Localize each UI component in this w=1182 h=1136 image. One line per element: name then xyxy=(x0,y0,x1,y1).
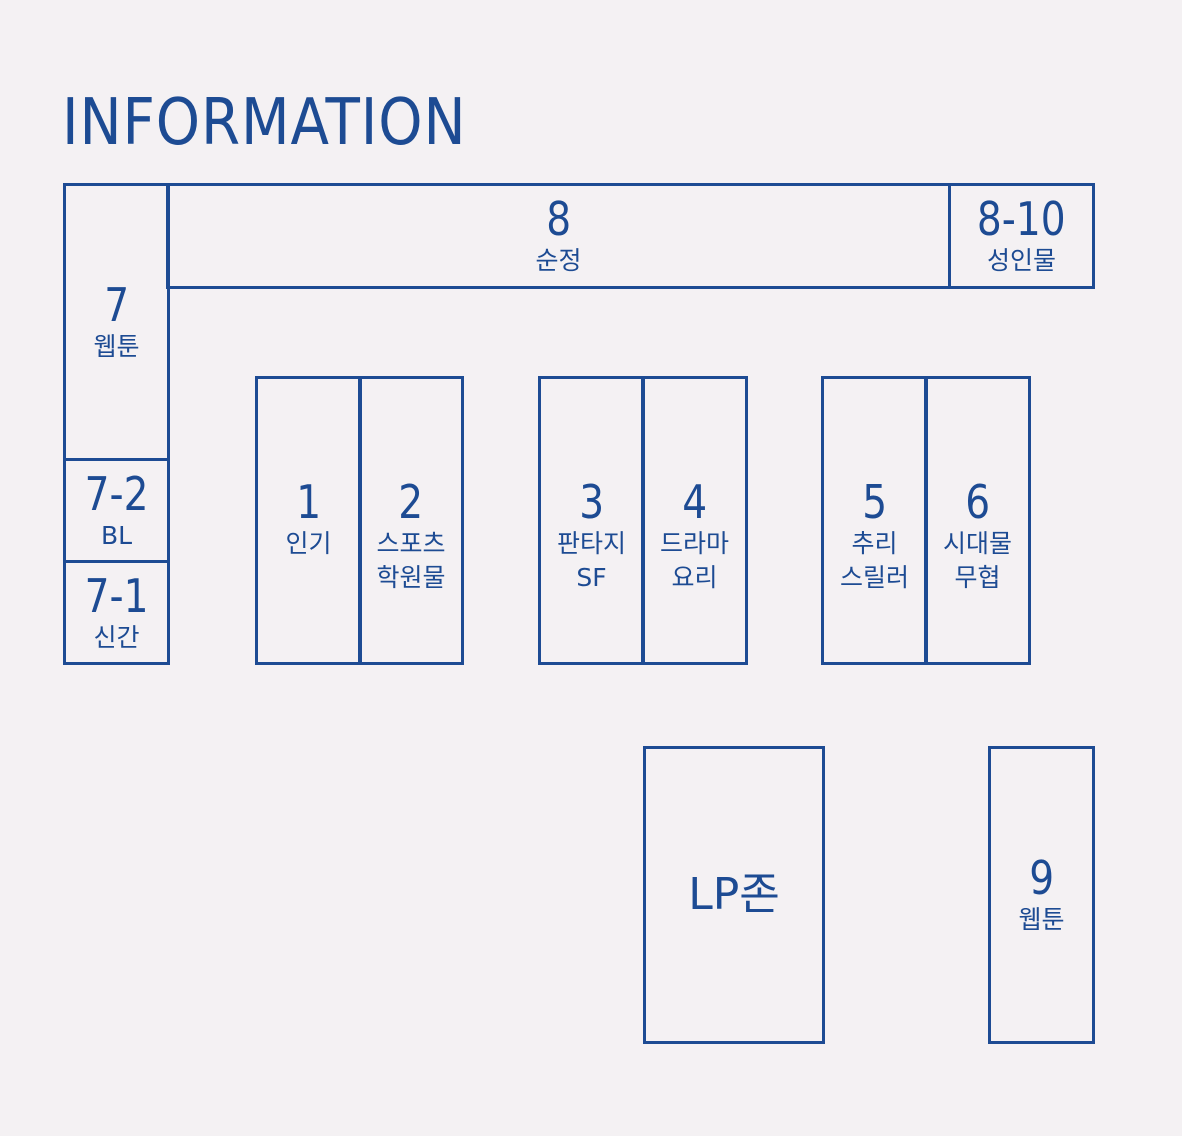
section-label: 순정 xyxy=(535,246,582,275)
section-number: 8-10 xyxy=(977,192,1066,246)
section-label: BL xyxy=(100,520,133,550)
section-label-line1: 스포츠 xyxy=(376,529,446,558)
section-4-drama[interactable]: 4 드라마 요리 xyxy=(641,376,748,665)
section-number: 9 xyxy=(1029,851,1054,905)
section-number: 5 xyxy=(862,475,887,529)
section-label-line1: 판타지 xyxy=(556,529,626,558)
section-number: 6 xyxy=(965,475,990,529)
section-label: 웹툰 xyxy=(1018,905,1065,934)
section-label: 성인물 xyxy=(986,246,1056,275)
section-2-sports[interactable]: 2 스포츠 학원물 xyxy=(358,376,464,665)
section-number: 7-2 xyxy=(84,466,149,521)
section-label: 신간 xyxy=(93,622,140,652)
section-number: 7 xyxy=(104,278,129,332)
section-label-line2: 학원물 xyxy=(376,563,446,592)
section-8-10-adult[interactable]: 8-10 성인물 xyxy=(948,183,1095,289)
section-number: 1 xyxy=(296,475,321,529)
page-title: INFORMATION xyxy=(62,86,467,160)
section-label-line2: 요리 xyxy=(671,563,718,592)
section-label: 웹툰 xyxy=(93,332,140,361)
section-8-sunjeong[interactable]: 8 순정 xyxy=(166,183,951,289)
section-label: 인기 xyxy=(285,529,332,558)
section-1-popular[interactable]: 1 인기 xyxy=(255,376,362,665)
section-7-2-bl[interactable]: 7-2 BL xyxy=(63,458,170,563)
section-number: 3 xyxy=(579,475,604,529)
section-label-line2: SF xyxy=(576,563,607,592)
section-7-1-new[interactable]: 7-1 신간 xyxy=(63,560,170,665)
section-label: LP존 xyxy=(688,869,780,920)
section-label-line1: 시대물 xyxy=(942,529,1012,558)
section-9-webtoon[interactable]: 9 웹툰 xyxy=(988,746,1095,1044)
section-5-mystery[interactable]: 5 추리 스릴러 xyxy=(821,376,928,665)
section-number: 2 xyxy=(398,475,424,529)
section-7-webtoon[interactable]: 7 웹툰 xyxy=(63,183,170,461)
section-label-line1: 추리 xyxy=(851,529,898,558)
section-3-fantasy[interactable]: 3 판타지 SF xyxy=(538,376,645,665)
section-number: 8 xyxy=(546,192,571,246)
section-lp-zone[interactable]: LP존 xyxy=(643,746,825,1044)
section-label-line1: 드라마 xyxy=(659,529,729,558)
section-6-historical[interactable]: 6 시대물 무협 xyxy=(924,376,1031,665)
section-number: 7-1 xyxy=(84,568,149,623)
section-label-line2: 스릴러 xyxy=(839,563,909,592)
section-number: 4 xyxy=(682,475,707,529)
section-label-line2: 무협 xyxy=(954,563,1001,592)
